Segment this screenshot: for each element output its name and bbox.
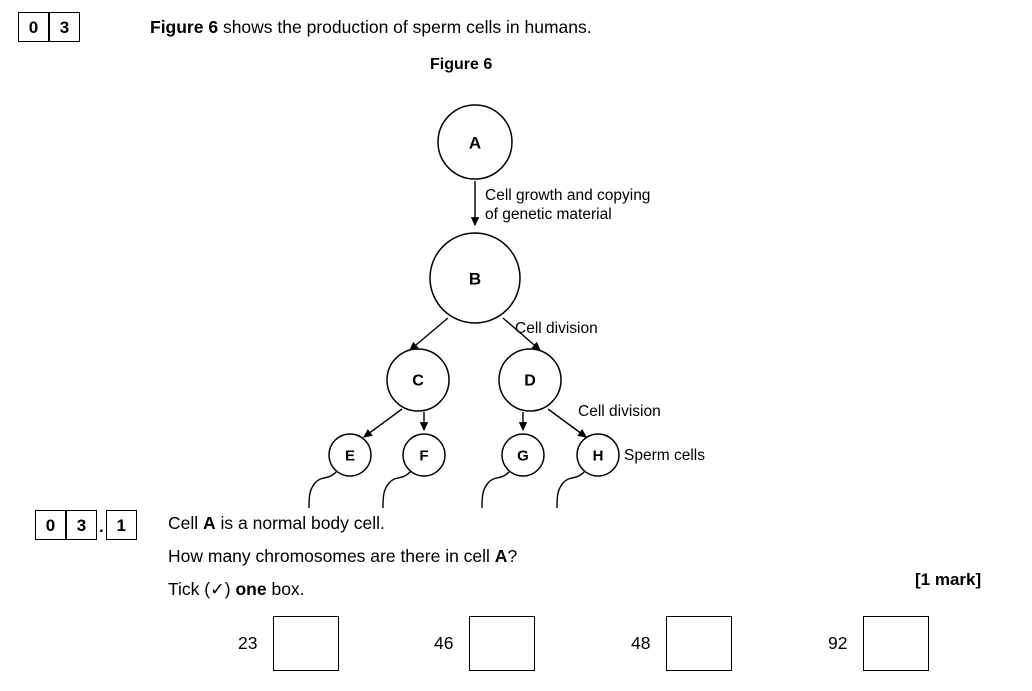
question-stem-figure-ref: Figure 6	[150, 17, 219, 37]
cell-division-lower: Cell division	[578, 403, 661, 420]
sub-question-line-2-post: ?	[507, 546, 518, 566]
answer-option-48[interactable]: 48	[631, 616, 733, 671]
answer-option-46[interactable]: 46	[434, 616, 536, 671]
tick-box-48[interactable]	[666, 616, 733, 671]
answer-option-23[interactable]: 23	[238, 616, 340, 671]
sub-question-line-2-bold: A	[494, 546, 508, 566]
cell-label-f: F	[419, 448, 428, 465]
sperm-tails	[308, 470, 586, 509]
sperm-tail-h	[556, 470, 586, 509]
cell-circle-d	[498, 348, 562, 412]
sperm-cells: Sperm cells	[624, 447, 705, 464]
arrow-c-to-e	[362, 408, 403, 438]
question-number-03-1: 0 3 . 1	[35, 510, 137, 540]
cell-circle-a	[437, 104, 513, 180]
question-number-digit-0: 0	[18, 12, 49, 42]
cell-circle-c	[386, 348, 450, 412]
figure-6-diagram: A B C D E F G H Cell growth and copying of genet…	[308, 104, 705, 509]
cell-circle-h	[576, 433, 620, 477]
arrow-b-to-d	[502, 317, 541, 351]
answer-option-label-23: 23	[238, 632, 258, 653]
tick-instruction-bold: one	[235, 579, 267, 599]
marks-allocation: [1 mark]	[915, 570, 982, 589]
cell-label-d: D	[524, 373, 536, 390]
sperm-tail-e	[308, 470, 338, 509]
sub-question-digit-0: 0	[35, 510, 66, 540]
sub-question-line-1-post: is a normal body cell.	[215, 513, 385, 533]
cell-label-g: G	[517, 448, 529, 465]
figure-title: Figure 6	[430, 56, 493, 73]
sperm-tail-g	[481, 470, 511, 509]
answer-options-row: 23 46 48 92	[0, 616, 1032, 686]
cell-growth-line2: of genetic material	[485, 206, 612, 223]
sub-question-digit-1: 3	[66, 510, 97, 540]
sub-question-line-1: Cell A is a normal body cell.	[168, 512, 385, 535]
sub-question-digit-2: 1	[105, 510, 137, 540]
question-stem-text: shows the production of sperm cells in h…	[218, 17, 592, 37]
answer-option-label-48: 48	[631, 632, 651, 653]
question-number-03: 0 3	[18, 12, 80, 42]
sub-question-line-3: Tick (✓) one box.	[168, 578, 305, 601]
sub-question-line-1-pre: Cell	[168, 513, 204, 533]
question-number-digit-1: 3	[49, 12, 80, 42]
sperm-tail-f	[382, 470, 412, 509]
cell-circle-g	[501, 433, 545, 477]
cell-label-h: H	[593, 448, 604, 465]
question-stem: Figure 6 shows the production of sperm c…	[150, 16, 592, 38]
arrow-b-to-c	[409, 317, 449, 351]
answer-option-label-46: 46	[434, 632, 454, 653]
arrow-d-to-h	[547, 408, 588, 438]
cell-label-e: E	[345, 448, 355, 465]
sub-question-line-2: How many chromosomes are there in cell A…	[168, 545, 517, 568]
tick-instruction-post: box.	[266, 579, 305, 599]
sub-question-line-1-bold: A	[203, 513, 216, 533]
cell-label-a: A	[469, 134, 481, 153]
tick-box-46[interactable]	[469, 616, 536, 671]
cell-label-c: C	[412, 373, 424, 390]
cell-label-b: B	[469, 270, 481, 289]
tick-box-92[interactable]	[863, 616, 930, 671]
cell-circle-e	[328, 433, 372, 477]
sub-question-line-2-pre: How many chromosomes are there in cell	[168, 546, 495, 566]
cell-circle-f	[402, 433, 446, 477]
tick-box-23[interactable]	[273, 616, 340, 671]
tick-instruction-pre: Tick (✓)	[168, 579, 236, 599]
answer-option-92[interactable]: 92	[828, 616, 930, 671]
answer-option-label-92: 92	[828, 632, 848, 653]
cell-division-upper: Cell division	[515, 320, 598, 337]
cell-circle-b	[429, 232, 521, 324]
sub-question-separator: .	[99, 517, 104, 536]
cell-growth-line1: Cell growth and copying	[485, 187, 650, 204]
